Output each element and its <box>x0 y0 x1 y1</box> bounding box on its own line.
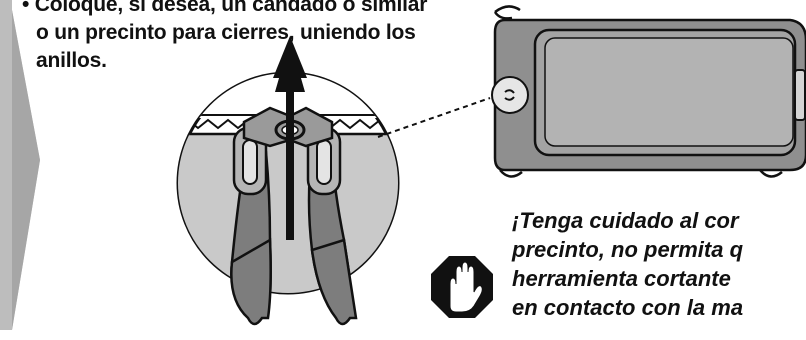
instruction-line-1: • Coloque, si desea, un candado o simila… <box>22 0 428 16</box>
stop-hand-icon <box>431 256 493 318</box>
zipper-detail-illustration <box>176 36 400 326</box>
luggage-illustration <box>491 5 806 178</box>
instruction-line-3: anillos. <box>36 49 107 72</box>
warning-line-4: en contacto con la ma <box>512 295 744 320</box>
instruction-line-2: o un precinto para cierres, uniendo los <box>36 21 416 44</box>
warning-text: ¡Tenga cuidado al cor precinto, no permi… <box>512 206 806 322</box>
warning-line-3: herramienta cortante <box>512 266 731 291</box>
side-arrow-tab <box>0 0 40 330</box>
leader-line <box>377 97 491 138</box>
warning-line-1: ¡Tenga cuidado al cor <box>512 208 739 233</box>
warning-line-2: precinto, no permita q <box>512 237 744 262</box>
instruction-text: • Coloque, si desea, un candado o simila… <box>22 0 512 75</box>
